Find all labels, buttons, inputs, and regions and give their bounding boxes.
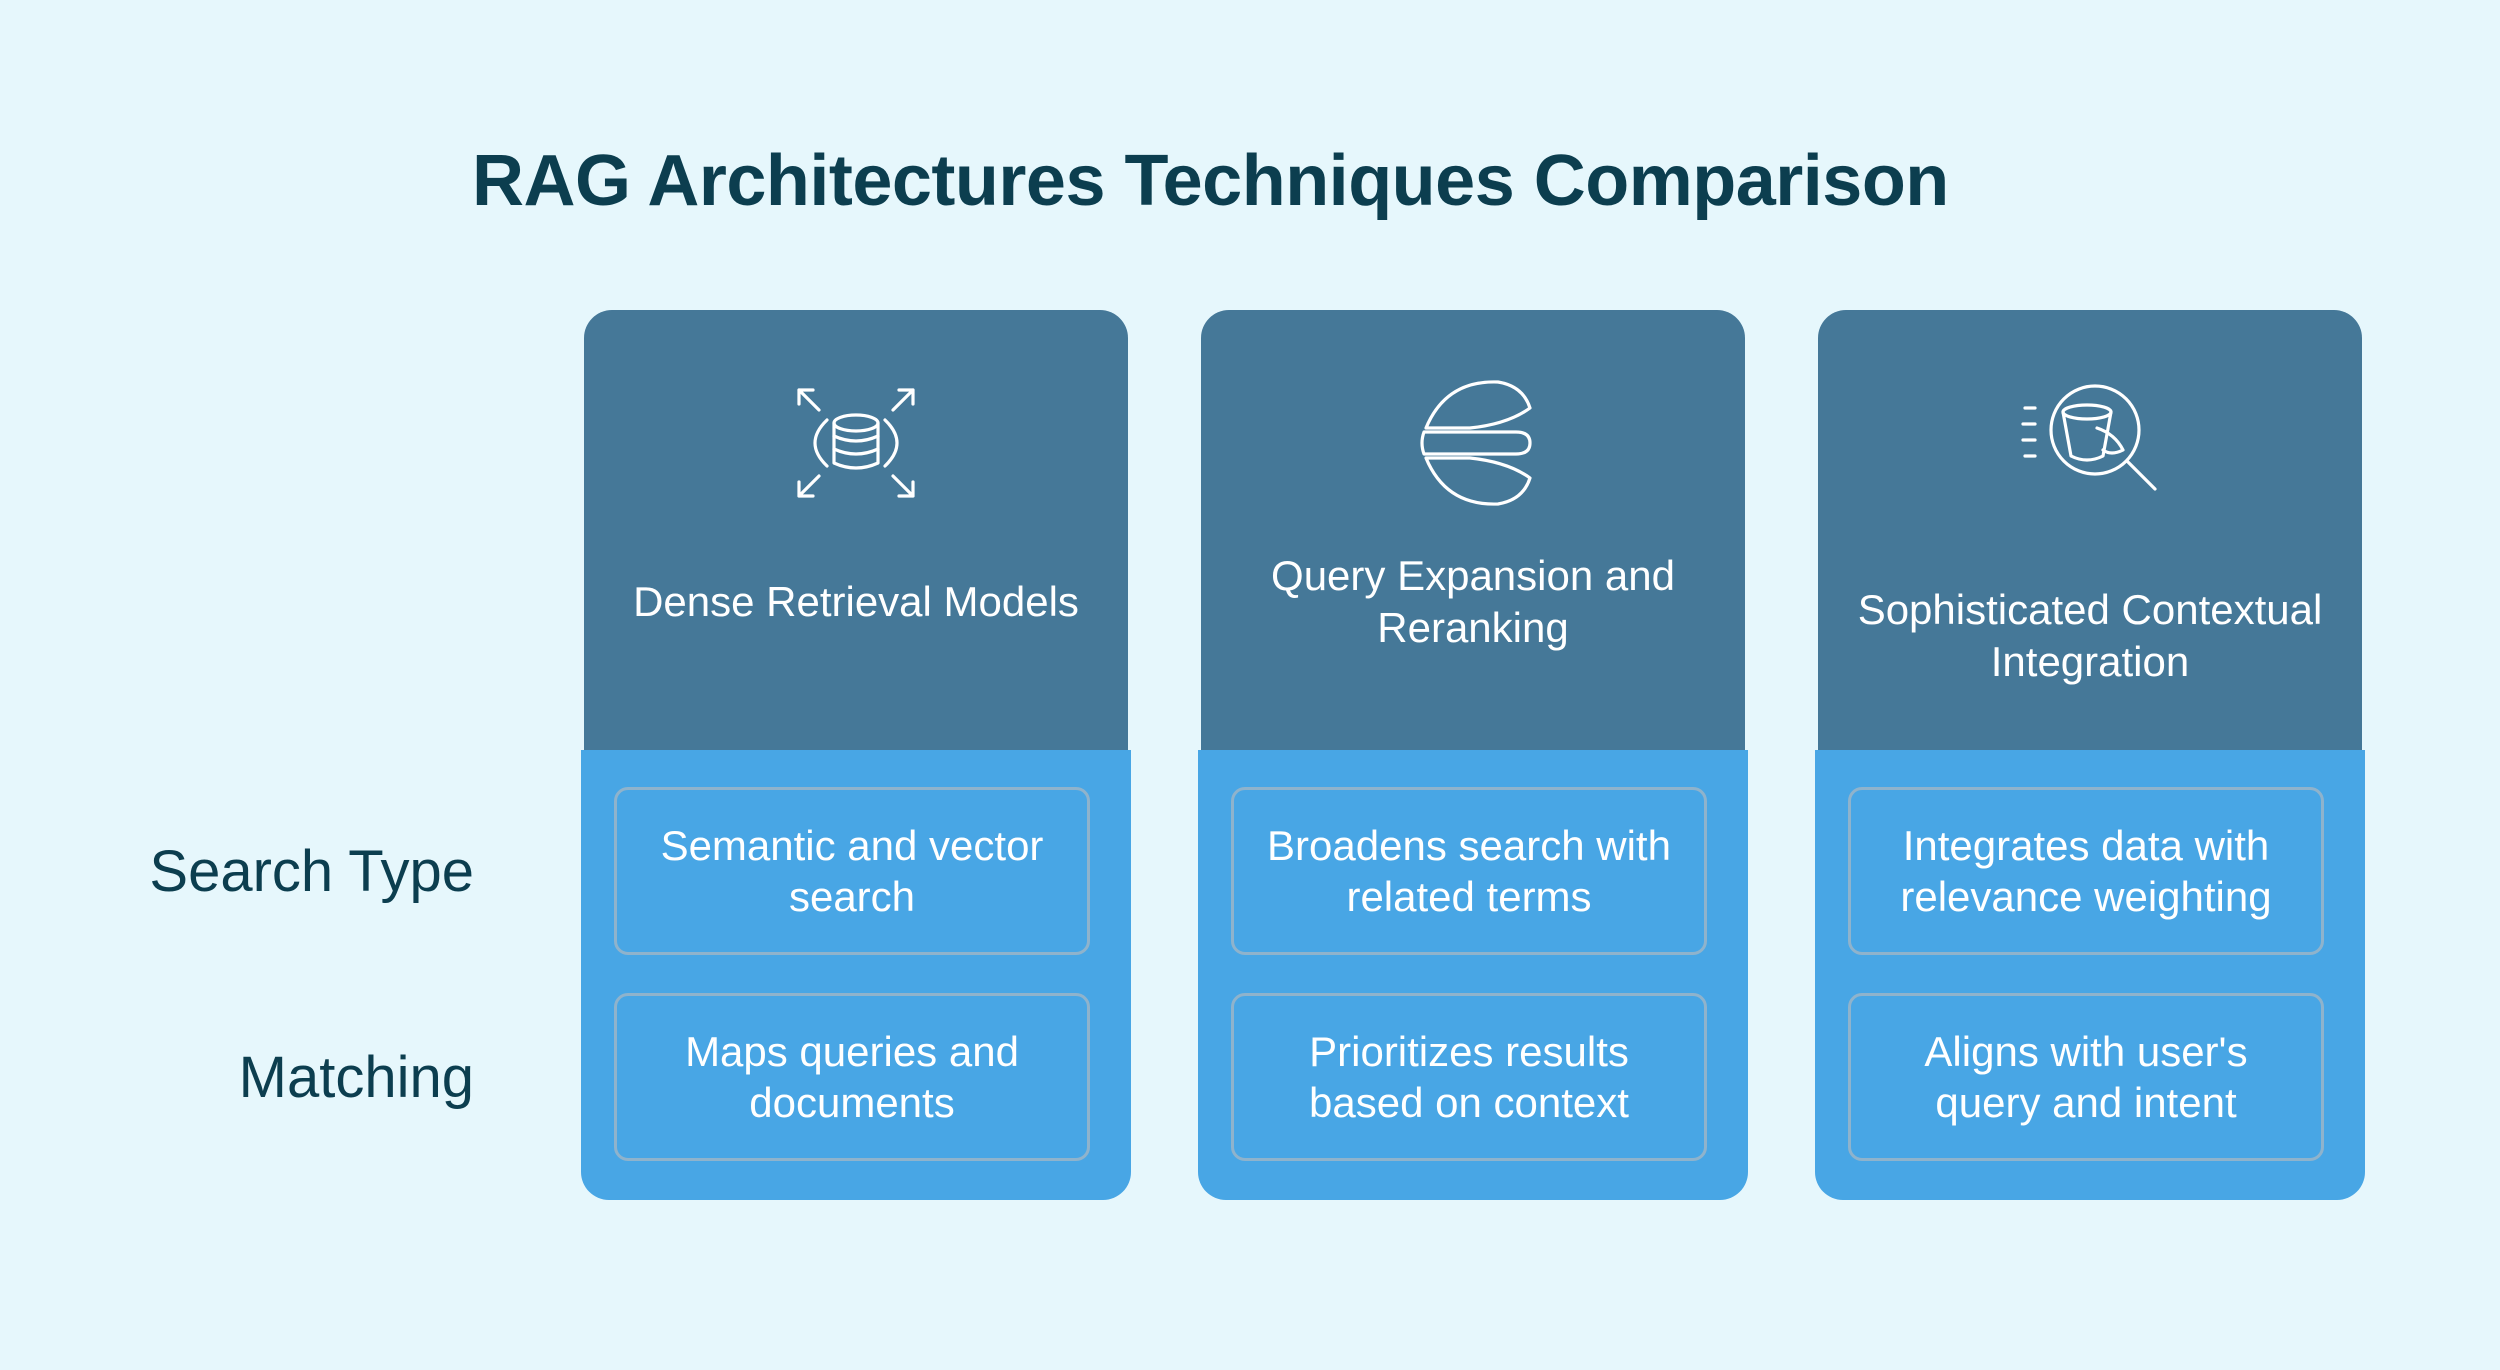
column-header: Dense Retrieval Models [584,310,1128,750]
database-expand-icon [797,388,915,498]
column-header: Query Expansion and Reranking [1201,310,1745,750]
column-contextual-integration: Sophisticated Contextual Integration Int… [1815,310,2365,1200]
column-title: Query Expansion and Reranking [1271,552,1675,651]
cell-matching: Aligns with user's query and intent [1848,993,2324,1161]
cell-search-type: Broadens search with related terms [1231,787,1707,955]
cell-search-type: Integrates data with relevance weighting [1848,787,2324,955]
elastic-logo-icon [1420,380,1532,506]
cell-matching: Prioritizes results based on context [1231,993,1707,1161]
column-body [1815,750,2365,1200]
column-body [1198,750,1748,1200]
page-title: RAG Architectures Techniques Comparison [472,141,1949,221]
bucket-search-icon [2021,384,2157,491]
cell-search-type: Semantic and vector search [614,787,1090,955]
cell-matching: Maps queries and documents [614,993,1090,1161]
column-body [581,750,1131,1200]
row-label-search-type: Search Type [149,839,474,904]
row-label-matching: Matching [238,1045,474,1110]
column-dense-retrieval: Dense Retrieval Models Semantic and vect… [581,310,1131,1200]
column-query-expansion: Query Expansion and Reranking Broadens s… [1198,310,1748,1200]
column-header: Sophisticated Contextual Integration [1818,310,2362,750]
column-title: Dense Retrieval Models [633,578,1079,625]
column-title: Sophisticated Contextual Integration [1857,586,2323,685]
